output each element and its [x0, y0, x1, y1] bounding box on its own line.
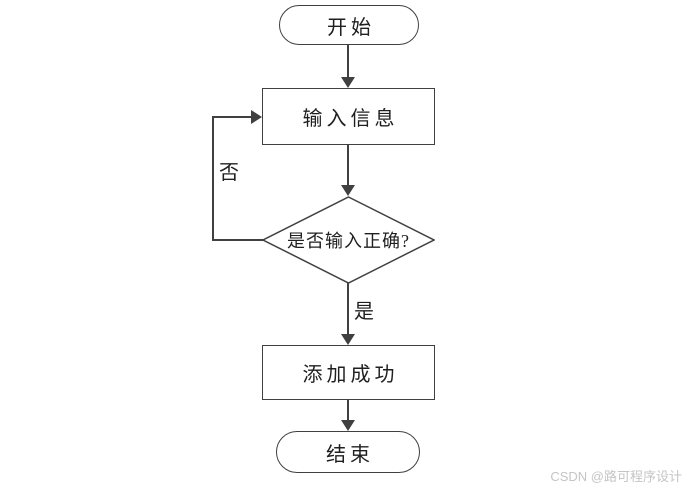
edge-no-vertical-line: [212, 116, 214, 241]
arrowhead-right-icon: [251, 110, 262, 124]
node-end: 结束: [276, 431, 420, 473]
edge-no-top-line: [212, 116, 252, 118]
edge-start-input-line: [347, 45, 349, 79]
node-decision-label: 是否输入正确?: [287, 231, 410, 251]
node-end-label: 结束: [326, 443, 374, 466]
edge-yes-line: [347, 283, 349, 335]
watermark-text: CSDN @路可程序设计: [550, 469, 682, 484]
arrowhead-down-icon: [341, 185, 355, 196]
edge-success-end-line: [347, 400, 349, 421]
edge-input-decision-line: [347, 145, 349, 186]
edge-no-label: 否: [219, 162, 239, 184]
edge-yes-label: 是: [354, 301, 374, 323]
node-start-label: 开始: [327, 16, 375, 39]
node-input-label: 输入信息: [302, 108, 399, 130]
node-input: 输入信息: [262, 88, 435, 145]
node-success-label: 添加成功: [302, 364, 399, 386]
arrowhead-down-icon: [341, 334, 355, 345]
node-decision: 是否输入正确?: [262, 196, 435, 284]
arrowhead-down-icon: [341, 77, 355, 88]
node-success: 添加成功: [262, 345, 435, 400]
edge-no-bottom-line: [212, 239, 263, 241]
node-start: 开始: [279, 5, 419, 45]
arrowhead-down-icon: [341, 420, 355, 431]
